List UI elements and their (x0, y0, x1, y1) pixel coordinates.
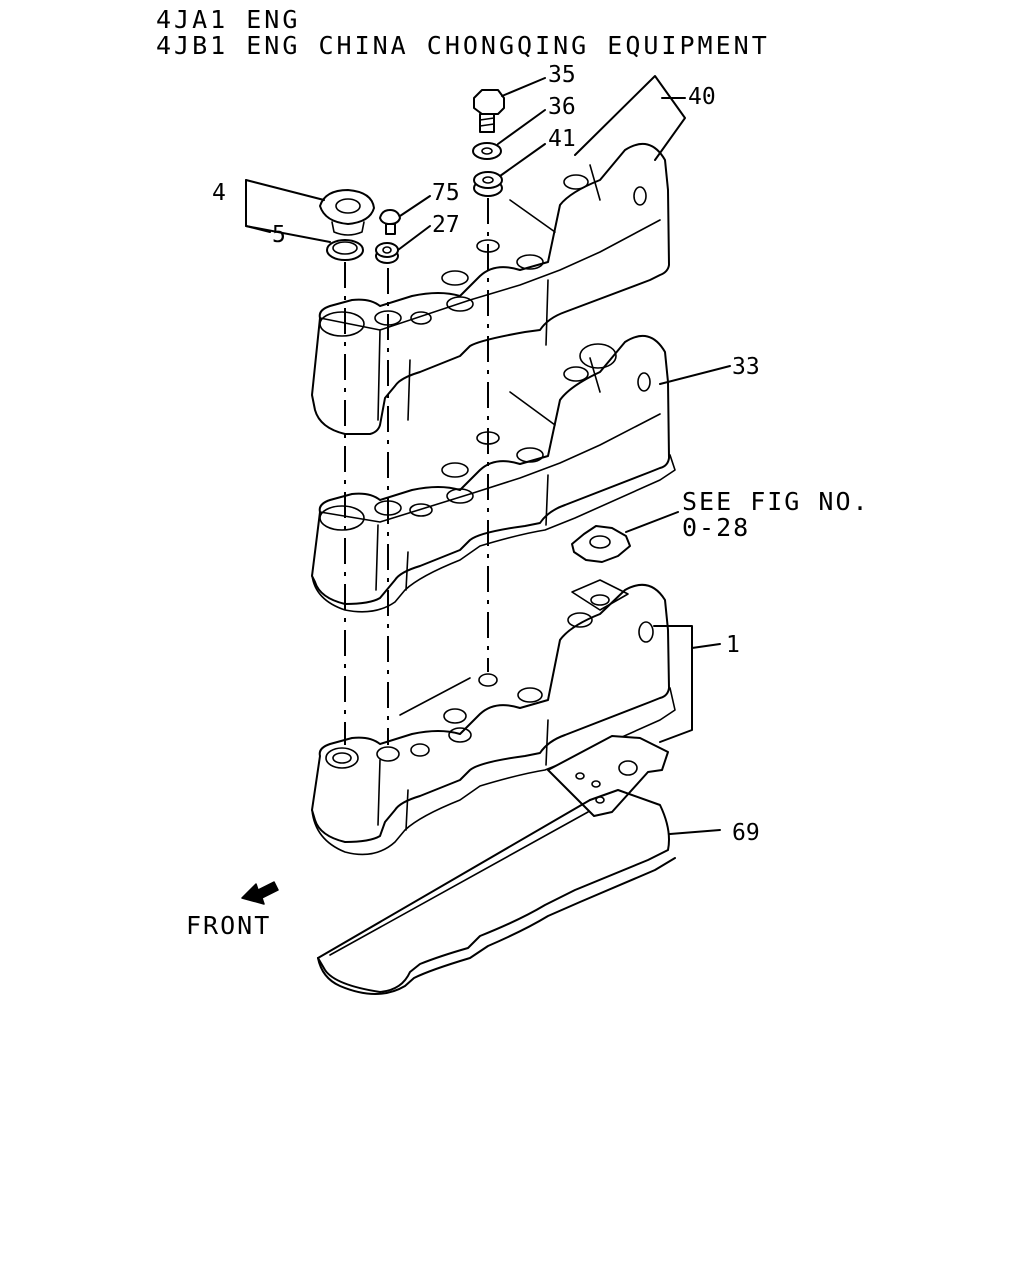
leader-lines (245, 75, 731, 835)
reference-part-0-28[interactable] (571, 525, 631, 563)
reference-line-2: 0-28 (682, 513, 750, 542)
callout-36: 36 (548, 94, 576, 120)
o-ring-5[interactable] (326, 239, 364, 261)
grommet-41[interactable] (473, 171, 503, 197)
callout-75: 75 (432, 180, 460, 206)
bottom-gasket[interactable] (317, 789, 676, 995)
screw-75[interactable] (379, 209, 401, 235)
bolt-35[interactable] (473, 89, 505, 133)
header-line-2: 4JB1 ENG CHINA CHONGQING EQUIPMENT (156, 31, 770, 60)
breather-plate[interactable] (547, 735, 669, 817)
reference-line-1: SEE FIG NO. (682, 487, 870, 516)
head-cover-assembly[interactable] (311, 579, 676, 856)
callout-4: 4 (212, 180, 226, 206)
front-label: FRONT (186, 911, 271, 940)
callout-5: 5 (272, 222, 286, 248)
washer-36[interactable] (472, 142, 502, 160)
callout-33: 33 (732, 354, 760, 380)
header-line-1: 4JA1 ENG (156, 5, 300, 34)
oil-filler-cap-4[interactable] (319, 189, 375, 236)
upper-head-cover[interactable] (311, 142, 670, 435)
center-lines (344, 198, 489, 745)
callout-40: 40 (688, 84, 716, 110)
plug-27[interactable] (375, 242, 399, 264)
callout-69: 69 (732, 820, 760, 846)
callout-41: 41 (548, 126, 576, 152)
callout-1: 1 (726, 632, 740, 658)
front-arrow-icon (241, 881, 279, 905)
callout-35: 35 (548, 62, 576, 88)
callout-27: 27 (432, 212, 460, 238)
head-cover-gasket[interactable] (311, 334, 676, 613)
